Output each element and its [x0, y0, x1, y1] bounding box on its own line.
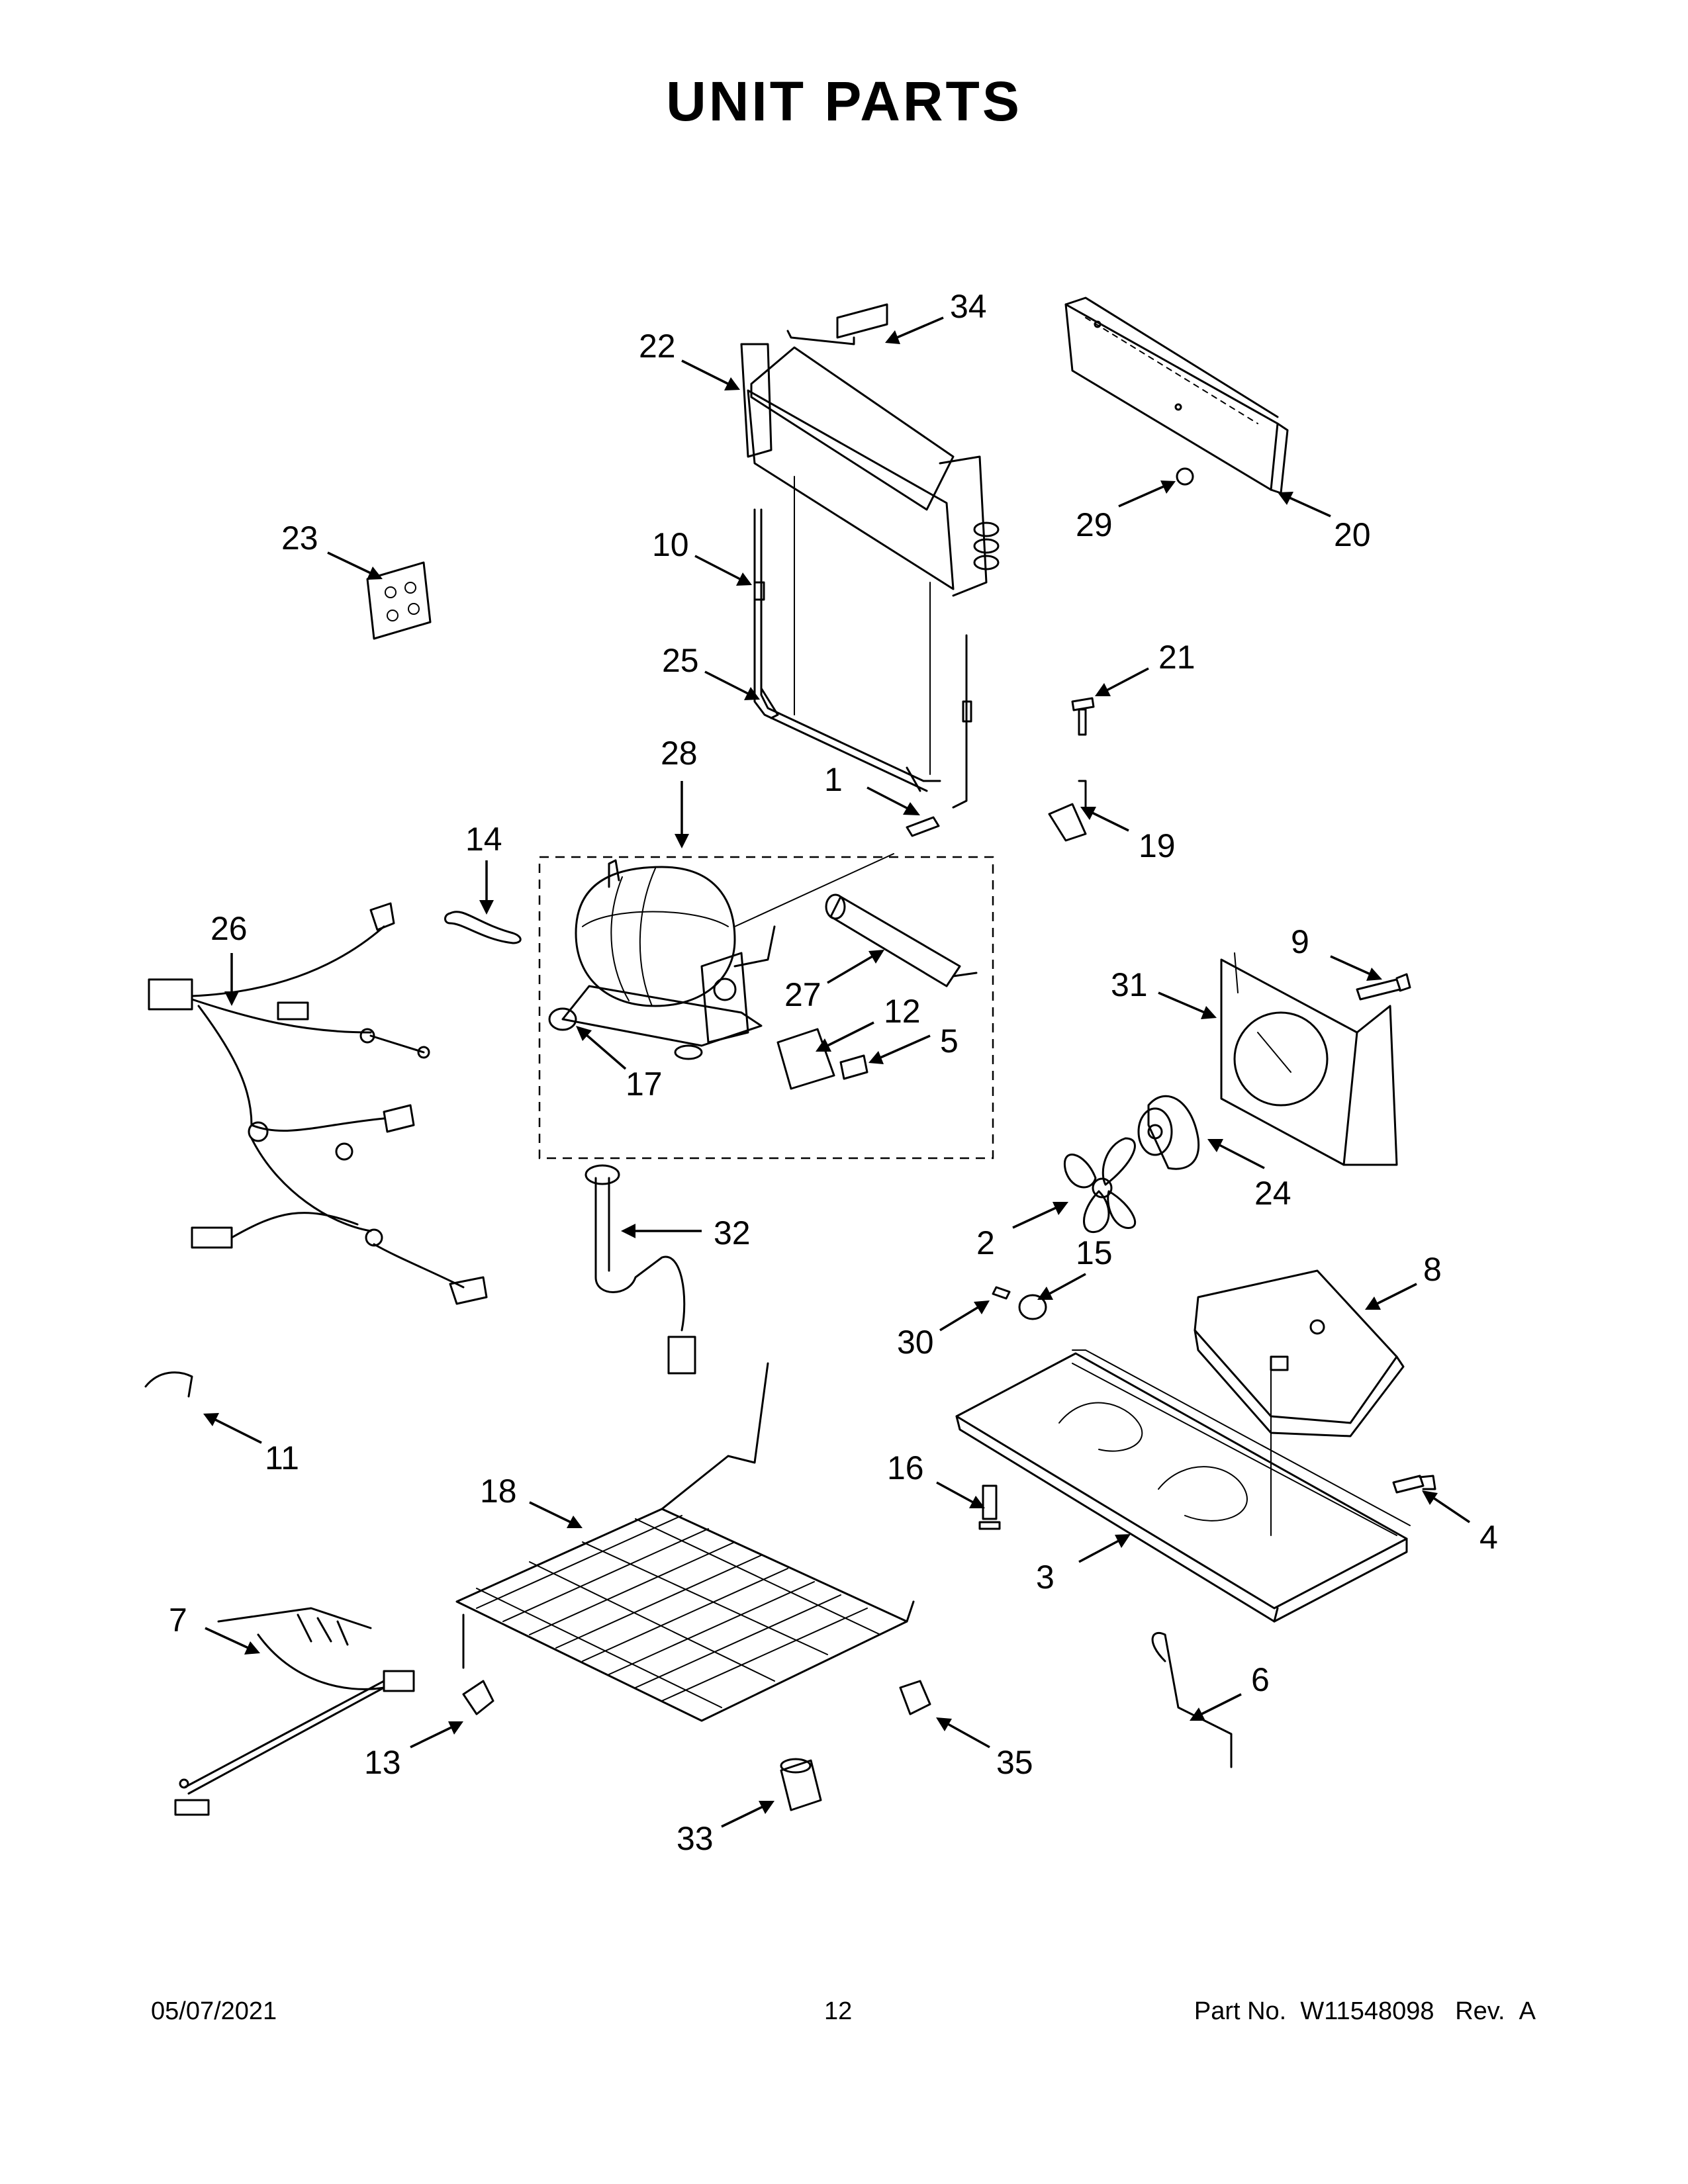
fan-shroud-drawing [1220, 952, 1398, 1166]
callout-27: 27 [784, 976, 821, 1013]
callout-24: 24 [1254, 1175, 1291, 1212]
drier-drawing [825, 893, 978, 987]
callout-30: 30 [897, 1324, 934, 1361]
callout-35: 35 [996, 1744, 1033, 1781]
callout-29: 29 [1076, 506, 1113, 543]
grommet-drawing [1176, 467, 1194, 486]
callout-16: 16 [887, 1449, 924, 1486]
callout-6: 6 [1251, 1661, 1270, 1698]
callout-10: 10 [652, 526, 689, 563]
tubing-drawing [753, 508, 972, 809]
compressor-group-outline [538, 856, 994, 1160]
callout-23: 23 [281, 520, 318, 557]
callout-15: 15 [1076, 1234, 1113, 1271]
fan-blade-drawing [1063, 1137, 1137, 1234]
callout-31: 31 [1111, 966, 1148, 1003]
sensor-drawing [899, 1680, 931, 1715]
callout-7: 7 [169, 1602, 187, 1639]
callout-11: 11 [265, 1439, 299, 1477]
mounting-screw-drawing [1071, 697, 1095, 736]
relay-drawing [776, 1028, 835, 1090]
callout-32: 32 [714, 1214, 751, 1251]
cover-drawing [1064, 296, 1289, 494]
callout-9: 9 [1291, 923, 1309, 960]
footer-page-number: 12 [824, 1997, 853, 2025]
callout-13: 13 [364, 1744, 401, 1781]
bracket-strap-drawing [444, 911, 522, 944]
drain-tube-drawing [585, 1164, 696, 1375]
callout-33: 33 [677, 1820, 714, 1857]
callout-4: 4 [1479, 1519, 1498, 1556]
footer-part-info: Part No. W11548098 Rev. A [1194, 1997, 1536, 2026]
evaporator-drawing [455, 1362, 915, 1722]
callout-22: 22 [639, 328, 676, 365]
callout-17: 17 [626, 1066, 663, 1103]
callout-26: 26 [211, 910, 248, 947]
clip-drawing [462, 1680, 494, 1715]
shroud-screw-drawing [1356, 973, 1411, 1001]
callout-1: 1 [824, 761, 843, 798]
screw-drawing [1392, 1475, 1436, 1494]
compressor-grommet-drawing [548, 1007, 577, 1031]
condenser-drawing [740, 330, 1000, 775]
mount-drawing [1018, 1294, 1047, 1320]
wire-drawing [144, 1371, 193, 1398]
callout-3: 3 [1036, 1559, 1055, 1596]
page-title: UNIT PARTS [666, 70, 1022, 132]
part-no-label: Part No. [1194, 1997, 1287, 2025]
sleeve-drawing [780, 1758, 822, 1811]
base-plate-drawing [955, 1349, 1411, 1623]
callout-19: 19 [1139, 827, 1176, 864]
label-drawing [836, 303, 888, 339]
callout-14: 14 [465, 821, 502, 858]
callout-18: 18 [480, 1473, 517, 1510]
capacitor-drawing [839, 1054, 868, 1080]
callout-21: 21 [1158, 639, 1196, 676]
callout-2: 2 [976, 1224, 995, 1261]
pin-drawing [992, 1286, 1011, 1300]
defrost-wire-drawing [1151, 1631, 1233, 1768]
compressor-drawing [561, 853, 894, 1060]
rev-label: Rev. [1455, 1997, 1505, 2025]
control-board-drawing [366, 561, 432, 640]
callout-34: 34 [950, 288, 987, 325]
heater-harness-drawing [174, 1607, 415, 1816]
tray-drawing [1194, 1269, 1405, 1437]
rev-value: A [1519, 1997, 1536, 2025]
callout-12: 12 [884, 993, 921, 1030]
callout-8: 8 [1423, 1251, 1442, 1288]
leader-lines [203, 316, 1470, 1828]
footer-date: 05/07/2021 [151, 1997, 277, 2025]
callout-5: 5 [940, 1023, 959, 1060]
fan-motor-drawing [1137, 1095, 1200, 1170]
part-drawings [144, 296, 1436, 1816]
callout-28: 28 [661, 735, 698, 772]
tubing-clip-drawing [1048, 780, 1087, 842]
part-no-value: W11548098 [1300, 1997, 1434, 2025]
callout-25: 25 [662, 642, 699, 679]
wire-harness-drawing [148, 902, 488, 1305]
callout-20: 20 [1334, 516, 1371, 553]
callout-labels: 1 2 3 4 5 6 7 8 9 10 11 12 13 14 15 16 1… [169, 288, 1498, 1857]
connector-drawing [906, 816, 940, 837]
